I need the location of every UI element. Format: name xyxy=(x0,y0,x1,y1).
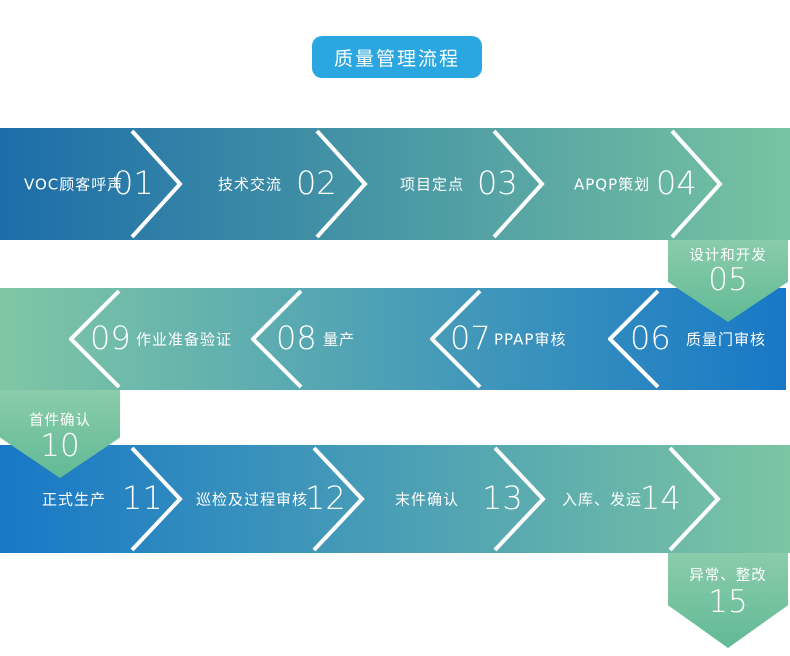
chevron-left-icon xyxy=(251,289,303,389)
chevron-right-icon xyxy=(670,129,723,239)
chevron-right-icon xyxy=(493,446,546,552)
chevron-left-icon xyxy=(69,289,121,389)
step-label-project-fix: 项目定点 xyxy=(400,175,465,194)
step-number-01: 01 xyxy=(113,163,154,202)
chevron-right-icon xyxy=(130,446,183,552)
step-number-03: 03 xyxy=(477,163,518,202)
step-number-06: 06 xyxy=(630,318,671,357)
title-badge: 质量管理流程 xyxy=(312,36,482,78)
step-number-13: 13 xyxy=(482,478,523,517)
step-label-job-prep-verify: 作业准备验证 xyxy=(136,330,233,349)
connector-abnormal-rectify: 异常、整改 15 xyxy=(668,553,788,648)
step-label-last-article: 末件确认 xyxy=(395,490,460,509)
flow-band-bottom: 正式生产 11 巡检及过程审核 12 末件确认 13 入库、发运 14 xyxy=(0,445,790,553)
connector-label-design-development: 设计和开发 xyxy=(689,248,767,264)
flow-band-top: VOC顾客呼声 01 技术交流 02 项目定点 03 APQP策划 04 xyxy=(0,128,790,240)
step-label-patrol-process-audit: 巡检及过程审核 xyxy=(196,490,309,509)
flow-band-middle: 09 作业准备验证 08 量产 07 PPAP审核 06 质量门审核 xyxy=(0,288,786,390)
step-number-09: 09 xyxy=(90,318,131,357)
chevron-right-icon xyxy=(312,446,365,552)
step-label-apqp: APQP策划 xyxy=(574,175,651,194)
step-number-08: 08 xyxy=(276,318,317,357)
connector-number-15: 15 xyxy=(708,584,748,620)
connector-number-05: 05 xyxy=(708,262,748,298)
chevron-right-icon xyxy=(130,129,183,239)
step-number-02: 02 xyxy=(296,163,337,202)
step-number-07: 07 xyxy=(450,318,491,357)
step-label-tech-exchange: 技术交流 xyxy=(218,175,283,194)
step-number-11: 11 xyxy=(122,478,163,517)
connector-label-first-article: 首件确认 xyxy=(29,413,91,429)
step-label-warehouse-ship: 入库、发运 xyxy=(562,490,643,509)
chevron-right-icon xyxy=(315,129,368,239)
chevron-right-icon xyxy=(492,129,545,239)
connector-number-10: 10 xyxy=(40,428,80,464)
step-label-voc: VOC顾客呼声 xyxy=(24,175,124,194)
step-number-12: 12 xyxy=(305,478,346,517)
step-number-04: 04 xyxy=(656,163,697,202)
step-label-formal-production: 正式生产 xyxy=(42,490,107,509)
step-label-ppap-audit: PPAP审核 xyxy=(494,330,567,349)
chevron-right-icon xyxy=(668,446,721,552)
step-label-quality-gate: 质量门审核 xyxy=(686,330,767,349)
page-title: 质量管理流程 xyxy=(333,47,460,70)
step-number-14: 14 xyxy=(640,478,681,517)
step-label-mass-production: 量产 xyxy=(323,330,356,349)
chevron-left-icon xyxy=(608,289,660,389)
connector-label-abnormal-rectify: 异常、整改 xyxy=(689,568,767,584)
chevron-left-icon xyxy=(430,289,482,389)
